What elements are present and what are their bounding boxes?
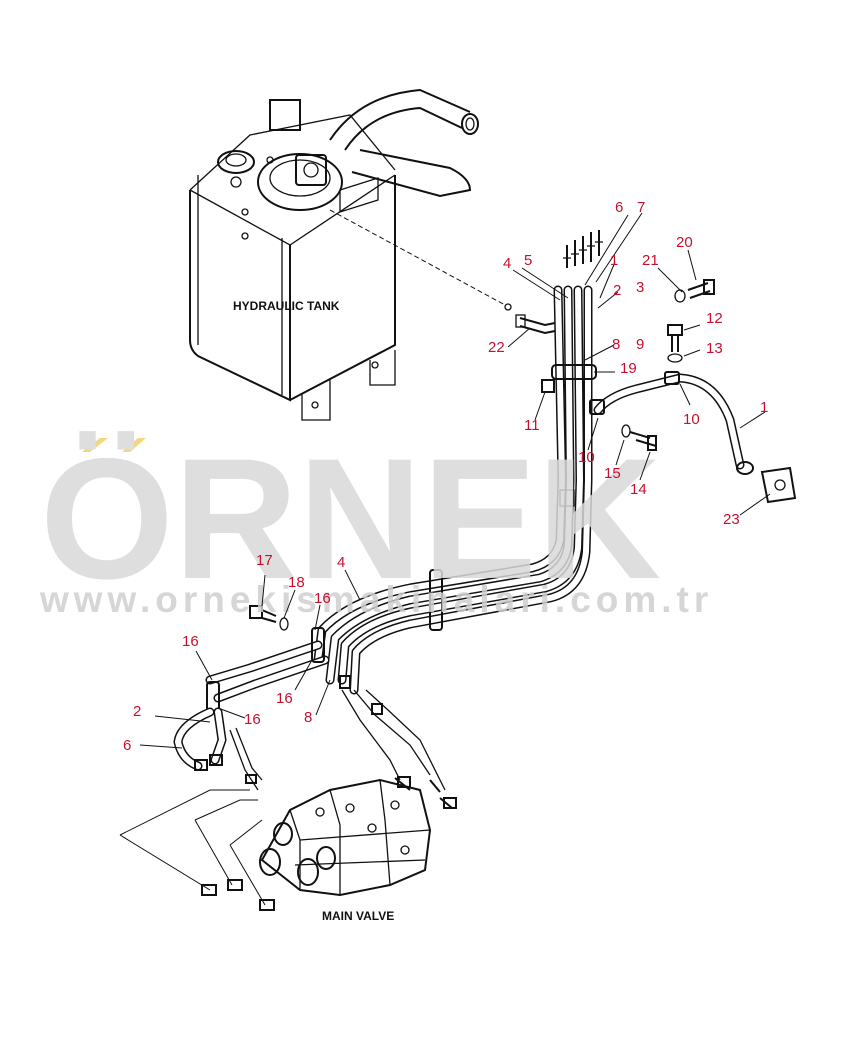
watermark: ÖRNEK www.ornekismakinalari.com.tr xyxy=(39,423,713,620)
watermark-brand: ÖRNEK xyxy=(40,423,661,615)
hose-bundle xyxy=(205,285,597,713)
callout-21: 21 xyxy=(642,252,659,269)
watermark-url: www.ornekismakinalari.com.tr xyxy=(39,579,713,620)
callout-6: 6 xyxy=(615,199,623,216)
callout-2-lower: 2 xyxy=(133,703,141,720)
callout-10-right: 10 xyxy=(683,411,700,428)
hydraulic-tank: HYDRAULIC TANK xyxy=(189,88,512,421)
callout-16-low: 16 xyxy=(244,711,261,728)
upper-fittings xyxy=(515,230,603,335)
callout-15: 15 xyxy=(604,465,621,482)
callout-16-top: 16 xyxy=(314,590,331,607)
callouts: 6 7 4 5 1 2 3 21 20 22 8 9 12 13 19 11 1… xyxy=(123,199,768,754)
callout-16-mid: 16 xyxy=(276,690,293,707)
callout-20: 20 xyxy=(676,234,693,251)
callout-11: 11 xyxy=(524,417,540,434)
watermark-accent-right xyxy=(122,438,146,452)
callout-1-hose: 1 xyxy=(760,399,768,416)
callout-5: 5 xyxy=(524,252,532,269)
callout-17: 17 xyxy=(256,552,273,569)
callout-8: 8 xyxy=(612,336,620,353)
callout-22: 22 xyxy=(488,339,505,356)
tank-label: HYDRAULIC TANK xyxy=(233,299,340,313)
callout-23: 23 xyxy=(723,511,740,528)
callout-14: 14 xyxy=(630,481,647,498)
callout-8-lower: 8 xyxy=(304,709,312,726)
callout-4: 4 xyxy=(503,255,511,272)
valve-label: MAIN VALVE xyxy=(322,909,394,923)
callout-9: 9 xyxy=(636,336,644,353)
callout-16-left: 16 xyxy=(182,633,199,650)
callout-18: 18 xyxy=(288,574,305,591)
callout-12: 12 xyxy=(706,310,723,327)
callout-2: 2 xyxy=(613,282,621,299)
callout-6-lower: 6 xyxy=(123,737,131,754)
callout-4-lower: 4 xyxy=(337,554,345,571)
callout-19: 19 xyxy=(620,360,637,377)
callout-10: 10 xyxy=(578,449,595,466)
callout-13: 13 xyxy=(706,340,723,357)
callout-7: 7 xyxy=(637,199,645,216)
callout-3: 3 xyxy=(636,279,644,296)
watermark-accent-left xyxy=(82,438,108,452)
callout-1: 1 xyxy=(610,252,618,269)
main-valve: MAIN VALVE xyxy=(119,675,457,923)
callout-leaders xyxy=(139,212,771,749)
right-hose xyxy=(541,279,797,504)
